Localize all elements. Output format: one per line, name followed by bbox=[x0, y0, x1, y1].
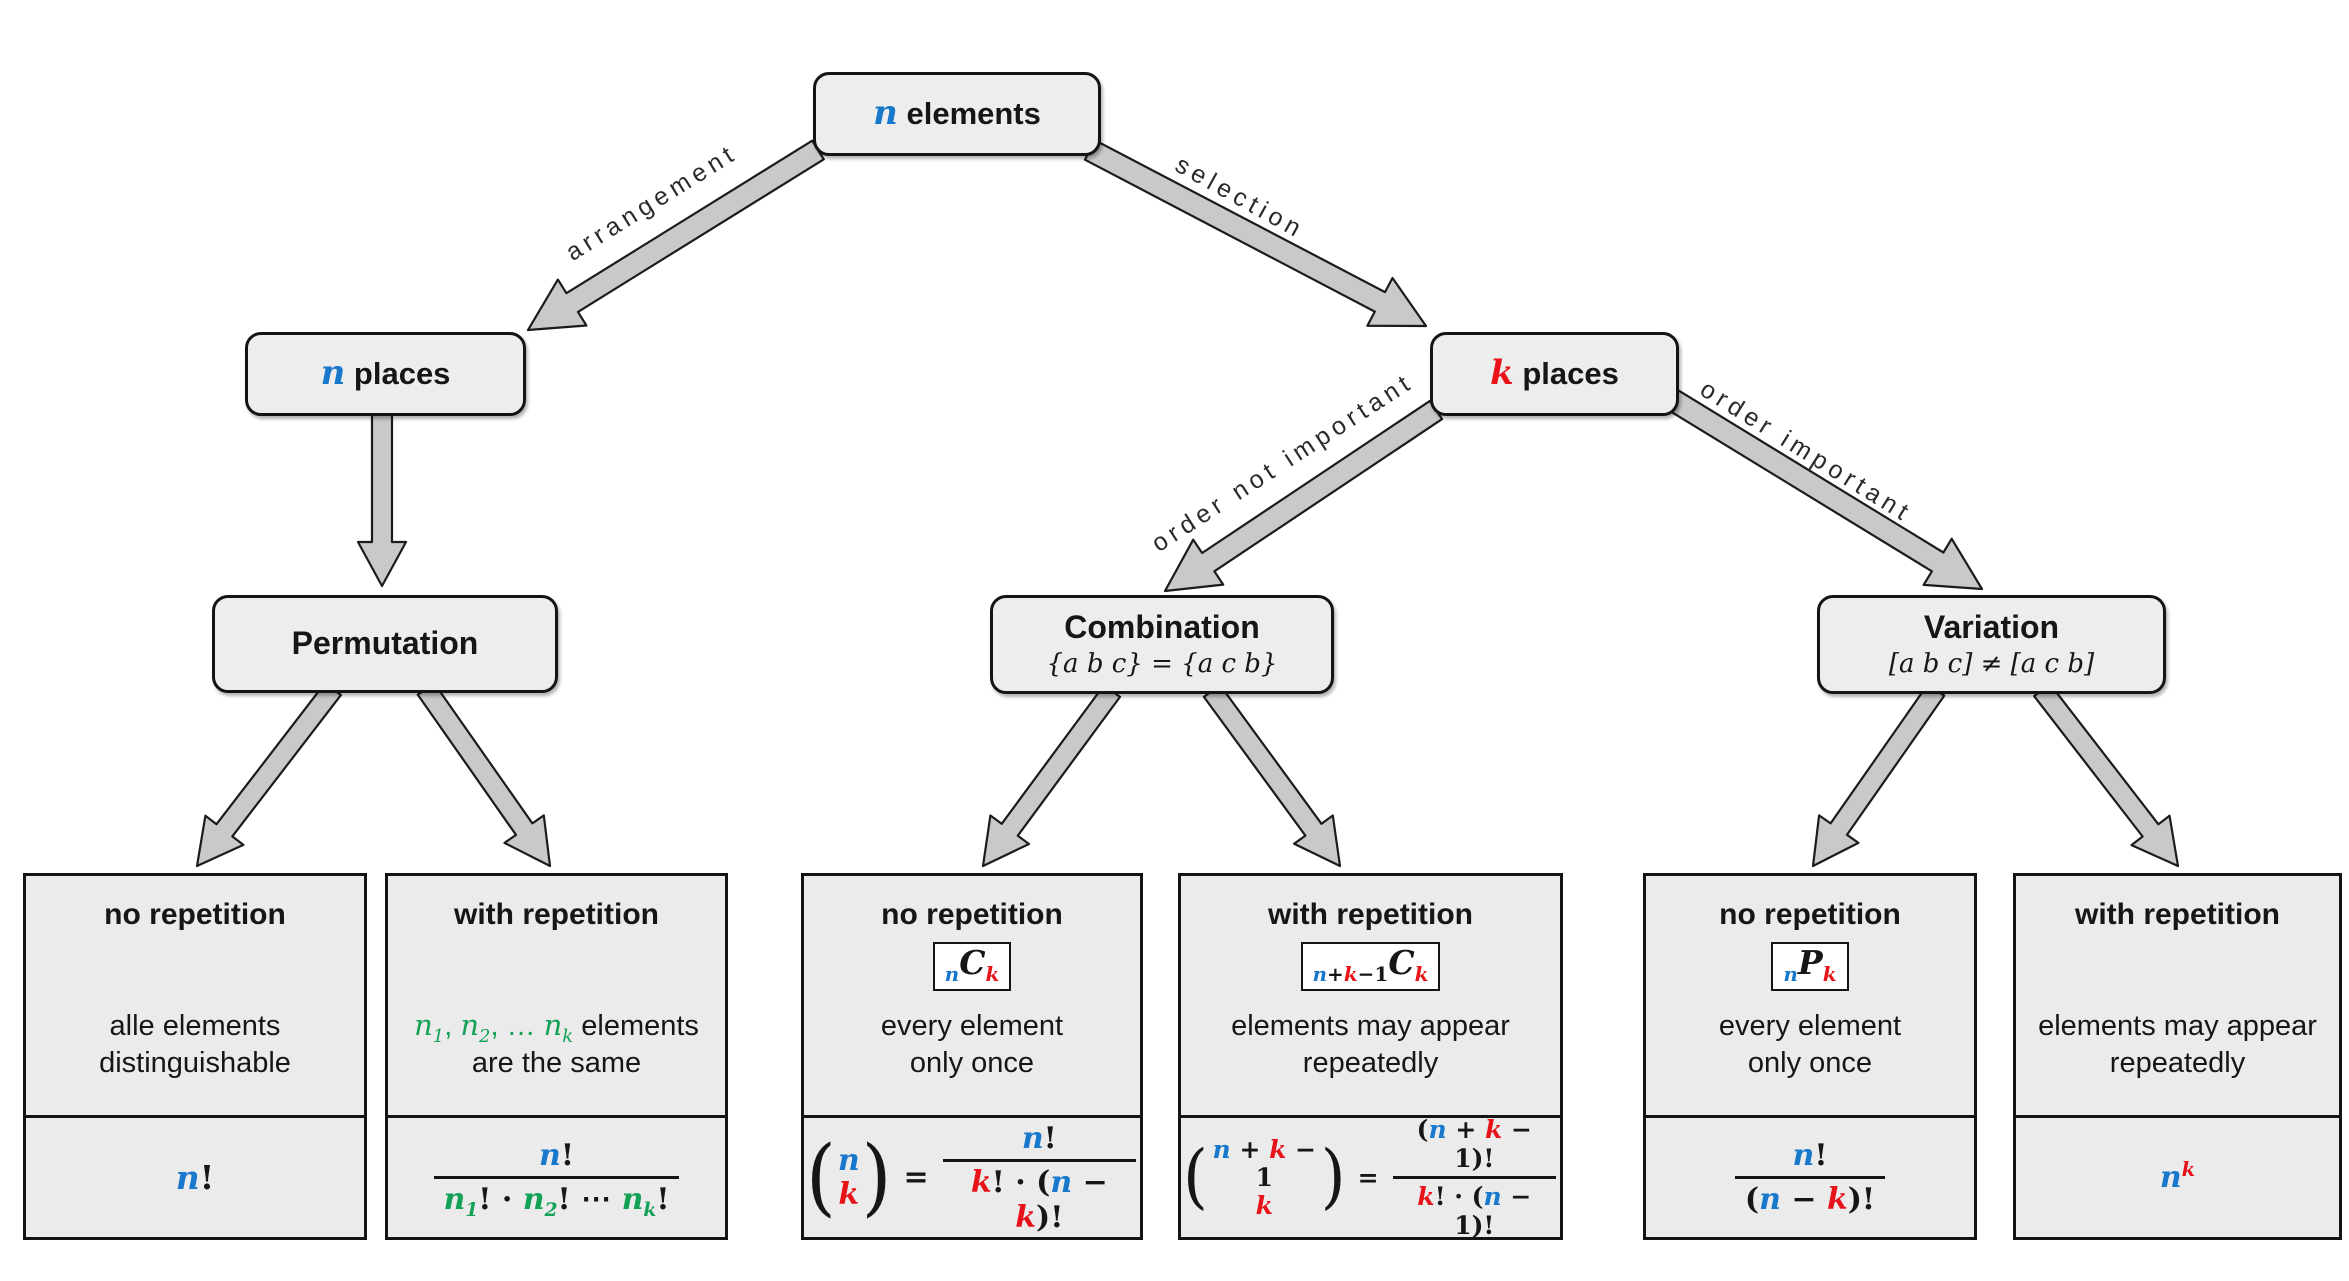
node-subtitle: {a b c} = {a c b} bbox=[1046, 648, 1278, 679]
description-line: elements may appear bbox=[2038, 1009, 2317, 1042]
node-variation: Variation [a b c] ≠ [a c b] bbox=[1817, 595, 2166, 694]
notation-badge: n+k−1Ck bbox=[1300, 942, 1441, 991]
card-formula-section: n!n1! · n2! ⋯ nk! bbox=[388, 1115, 725, 1237]
flow-arrow bbox=[416, 682, 552, 868]
card-combination-with-repetition: with repetition n+k−1Ck elements may appea… bbox=[1178, 873, 1563, 1240]
node-title: n places bbox=[320, 353, 451, 394]
flow-arrow bbox=[1666, 389, 1984, 591]
card-permutation-no-repetition: no repetition alle elements distinguishabl… bbox=[23, 873, 367, 1240]
node-n-elements: n elements bbox=[813, 72, 1101, 156]
description-line: every element bbox=[1718, 1009, 1902, 1042]
description-line: distinguishable bbox=[99, 1047, 291, 1080]
description-line: are the same bbox=[471, 1047, 642, 1080]
card-description: elements may appear repeatedly bbox=[1231, 1008, 1510, 1083]
card-title: no repetition bbox=[881, 898, 1063, 931]
card-upper: with repetition n+k−1Ck elements may appea… bbox=[1181, 876, 1560, 1115]
notation-badge: nPk bbox=[1771, 942, 1849, 991]
node-subtitle: [a b c] ≠ [a c b] bbox=[1888, 648, 2095, 679]
card-variation-with-repetition: with repetition elements may appear repeat… bbox=[2013, 873, 2342, 1240]
description-line: alle elements bbox=[109, 1009, 281, 1042]
card-formula-section: nk bbox=[2016, 1115, 2339, 1237]
node-title: Combination bbox=[1064, 609, 1260, 646]
node-title: n elements bbox=[873, 93, 1041, 134]
description-line: only once bbox=[1747, 1047, 1873, 1080]
flow-arrow bbox=[1202, 683, 1342, 868]
description-line: repeatedly bbox=[1302, 1047, 1439, 1080]
description-line: every element bbox=[880, 1009, 1064, 1042]
card-title: with repetition bbox=[1268, 898, 1473, 931]
card-title: no repetition bbox=[1719, 898, 1901, 931]
flow-arrow bbox=[981, 683, 1122, 868]
node-title: Variation bbox=[1923, 609, 2060, 646]
description-line: n1, n2, … nk elements bbox=[414, 1007, 699, 1047]
card-combination-no-repetition: no repetition nCk every element only once (n… bbox=[801, 873, 1143, 1240]
flow-arrow bbox=[2032, 682, 2180, 868]
card-description: alle elements distinguishable bbox=[99, 1008, 291, 1083]
card-description: every element only once bbox=[1719, 1008, 1901, 1083]
card-upper: no repetition nPk every element only once bbox=[1646, 876, 1974, 1115]
formula: n!n1! · n2! ⋯ nk! bbox=[430, 1138, 684, 1220]
description-line: repeatedly bbox=[2109, 1047, 2246, 1080]
formula: nk bbox=[2159, 1158, 2196, 1195]
card-upper: no repetition nCk every element only once bbox=[804, 876, 1140, 1115]
card-description: every element only once bbox=[881, 1008, 1063, 1083]
card-description: elements may appear repeatedly bbox=[2038, 1008, 2317, 1083]
flow-arrow bbox=[1083, 139, 1428, 328]
node-n-places: n places bbox=[245, 332, 526, 416]
node-title: Permutation bbox=[291, 625, 479, 662]
node-title: k places bbox=[1490, 353, 1619, 394]
node-combination: Combination {a b c} = {a c b} bbox=[990, 595, 1334, 694]
formula: n!(n − k)! bbox=[1731, 1138, 1889, 1217]
card-upper: no repetition alle elements distinguishabl… bbox=[26, 876, 364, 1115]
card-variation-no-repetition: no repetition nPk every element only once n!… bbox=[1643, 873, 1977, 1240]
card-upper: with repetition elements may appear repeat… bbox=[2016, 876, 2339, 1115]
card-title: no repetition bbox=[104, 898, 286, 931]
node-k-places: k places bbox=[1430, 332, 1679, 416]
card-formula-section: n!(n − k)! bbox=[1646, 1115, 1974, 1237]
notation-badge: nCk bbox=[932, 942, 1012, 991]
card-title: with repetition bbox=[454, 898, 659, 931]
node-permutation: Permutation bbox=[212, 595, 558, 693]
card-formula-section: n! bbox=[26, 1115, 364, 1237]
description-line: elements may appear bbox=[1231, 1009, 1510, 1042]
flow-arrow bbox=[356, 410, 408, 588]
flow-arrow bbox=[526, 139, 825, 332]
description-line: only once bbox=[909, 1047, 1035, 1080]
formula: n! bbox=[175, 1158, 215, 1197]
flow-arrow bbox=[1811, 683, 1946, 868]
card-title: with repetition bbox=[2075, 898, 2280, 931]
flow-arrow bbox=[195, 681, 342, 868]
flow-arrow bbox=[1163, 399, 1444, 593]
